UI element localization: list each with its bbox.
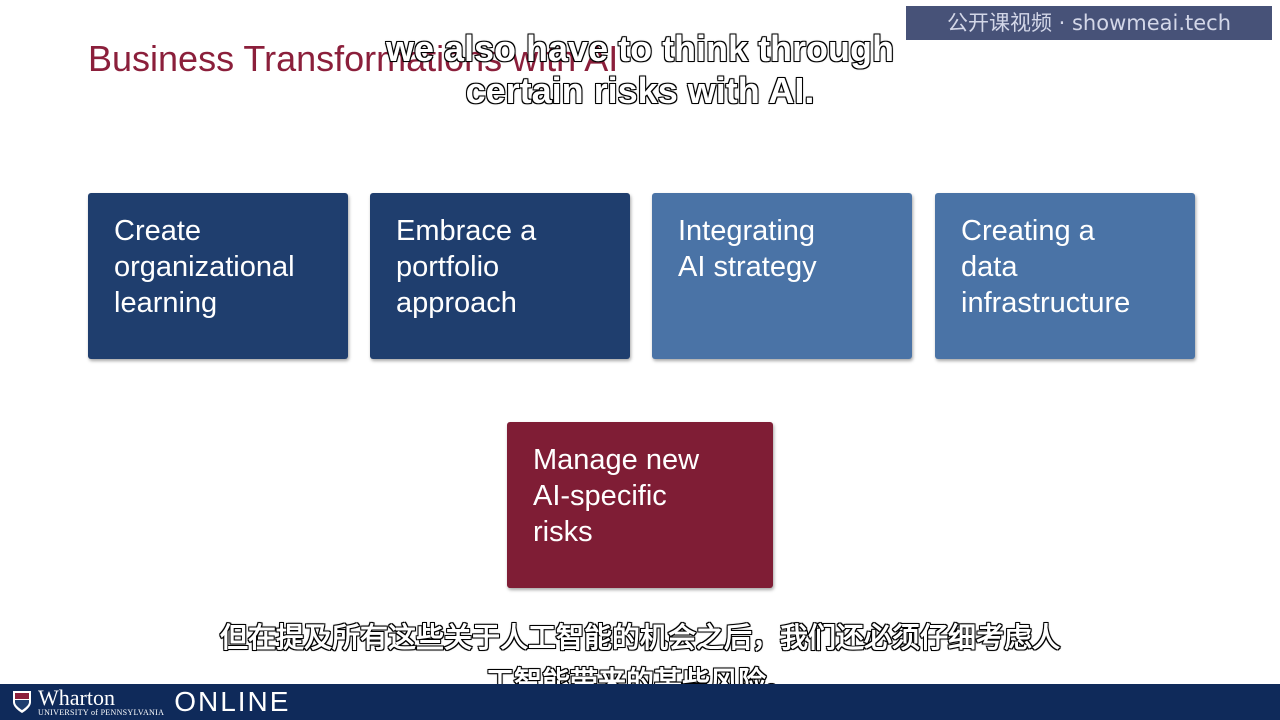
watermark: 公开课视频 · showmeai.tech [906,6,1272,40]
shield-icon [13,691,31,713]
box-label: Manage new AI-specific risks [533,444,700,548]
box-label: Create organizational learning [114,215,295,319]
online-label: ONLINE [174,686,291,717]
box-ai-strategy: Integrating AI strategy [652,193,912,359]
brand-name: Wharton [38,684,115,710]
box-label: Integrating AI strategy [678,215,817,283]
english-subtitle: we also have to think through certain ri… [0,27,1280,112]
box-portfolio-approach: Embrace a portfolio approach [370,193,630,359]
subtitle-line: 但在提及所有这些关于人工智能的机会之后，我们还必须仔细考虑人 [219,620,1061,655]
box-data-infrastructure: Creating a data infrastructure [935,193,1195,359]
box-ai-risks: Manage new AI-specific risks [507,422,773,588]
box-organizational-learning: Create organizational learning [88,193,348,359]
wharton-logo: Wharton UNIVERSITY of PENNSYLVANIA ONLIN… [12,684,290,720]
subtitle-line: we also have to think through [385,27,895,70]
footer-bar: Wharton UNIVERSITY of PENNSYLVANIA ONLIN… [0,684,1280,720]
box-label: Creating a data infrastructure [961,215,1131,319]
slide-title: Business Transformations with AI [88,38,619,79]
university-name: UNIVERSITY of PENNSYLVANIA [38,707,165,717]
subtitle-line: certain risks with AI. [465,69,815,112]
box-label: Embrace a portfolio approach [396,215,537,319]
